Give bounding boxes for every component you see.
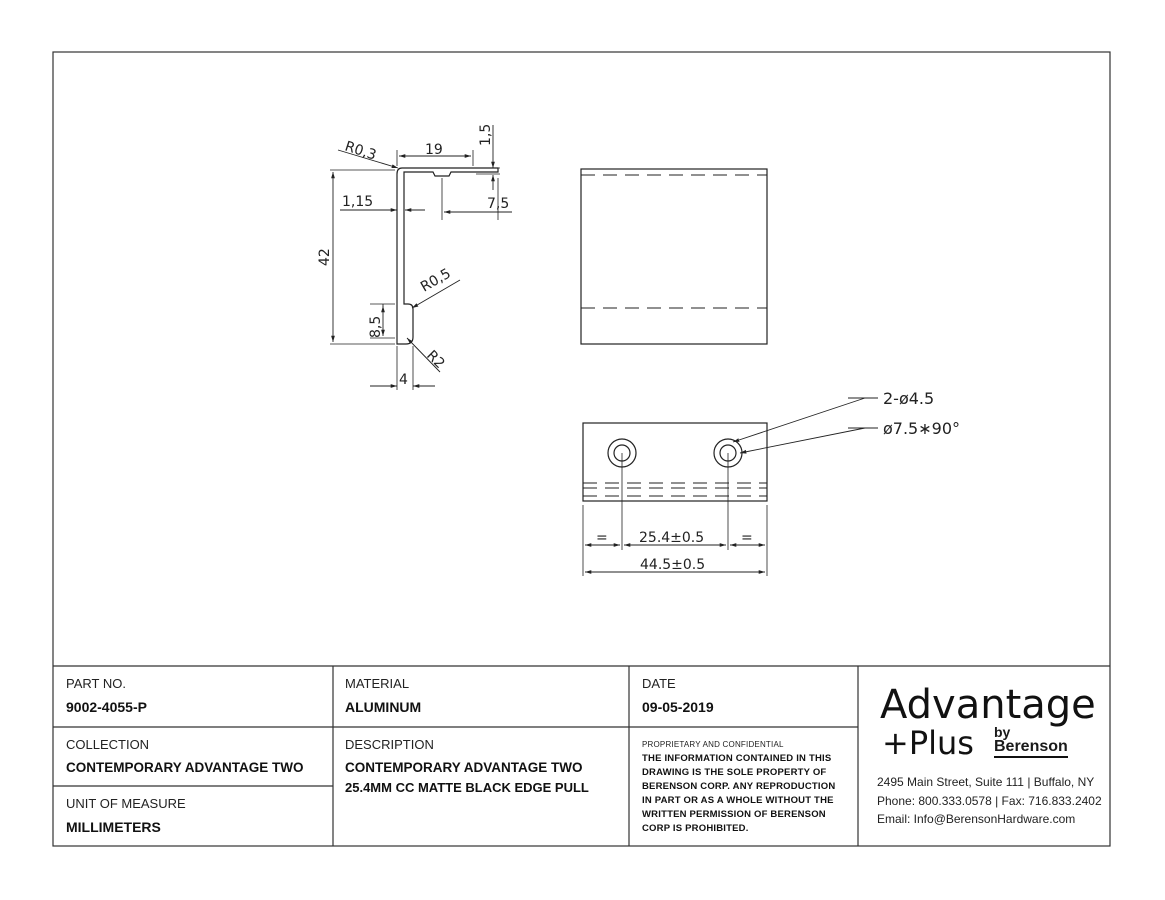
notice-line: BERENSON CORP. ANY REPRODUCTION [642, 781, 836, 792]
notice-body: THE INFORMATION CONTAINED IN THIS DRAWIN… [642, 752, 835, 836]
notice-heading: PROPRIETARY AND CONFIDENTIAL [642, 740, 784, 749]
dim-7-5: 7,5 [487, 196, 509, 212]
notice-line: WRITTEN PERMISSION OF BERENSON [642, 809, 826, 820]
collection-value: CONTEMPORARY ADVANTAGE TWO [66, 760, 304, 775]
notice-line: THE INFORMATION CONTAINED IN THIS [642, 753, 832, 764]
dim-r03: R0,3 [343, 139, 378, 164]
dim-overall-length: 44.5±0.5 [640, 557, 705, 573]
side-view [330, 125, 512, 390]
dim-center-to-center: 25.4±0.5 [639, 530, 704, 546]
company-phone: Phone: 800.333.0578 | Fax: 716.833.2402 [877, 794, 1102, 808]
dim-4: 4 [399, 372, 408, 388]
description-line-1: CONTEMPORARY ADVANTAGE TWO [345, 760, 583, 775]
brand-line-2: +Plus [882, 724, 974, 762]
hole-callout: 2-ø4.5 [883, 389, 934, 408]
title-block-grid [53, 665, 1110, 846]
dim-eq-left: = [596, 530, 608, 546]
brand-line-1: Advantage [880, 682, 1096, 728]
dim-19: 19 [425, 142, 443, 158]
notice-line: CORP IS PROHIBITED. [642, 823, 749, 834]
part-no-label: PART NO. [66, 676, 126, 691]
part-no-value: 9002-4055-P [66, 699, 147, 715]
notice-line: IN PART OR AS A WHOLE WITHOUT THE [642, 795, 834, 806]
front-view [580, 168, 768, 345]
dim-1-15: 1,15 [342, 194, 373, 210]
dim-r05: R0,5 [418, 266, 454, 296]
dim-8-5: 8,5 [368, 316, 384, 338]
notice-line: DRAWING IS THE SOLE PROPERTY OF [642, 767, 827, 778]
l-profile [396, 167, 499, 345]
company-address: 2495 Main Street, Suite 111 | Buffalo, N… [877, 775, 1095, 789]
dim-eq-right: = [741, 530, 753, 546]
unit-label: UNIT OF MEASURE [66, 796, 186, 811]
sheet-border [52, 51, 1111, 847]
date-label: DATE [642, 676, 676, 691]
brand-by: by [994, 724, 1011, 740]
dim-r2: R2 [423, 348, 447, 372]
bottom-view-dimensions: 2-ø4.5 ø7.5∗90° = 25.4±0.5 = 44.5±0.5 [596, 389, 960, 573]
brand-company: Berenson [994, 738, 1068, 758]
date-value: 09-05-2019 [642, 699, 714, 715]
csk-callout: ø7.5∗90° [883, 419, 960, 438]
dim-1-5: 1,5 [478, 124, 494, 146]
description-line-2: 25.4MM CC MATTE BLACK EDGE PULL [345, 780, 589, 795]
company-email: Email: Info@BerensonHardware.com [877, 812, 1076, 826]
dim-42: 42 [317, 248, 333, 266]
collection-label: COLLECTION [66, 737, 150, 752]
material-value: ALUMINUM [345, 699, 422, 715]
unit-value: MILLIMETERS [66, 819, 161, 835]
description-label: DESCRIPTION [345, 737, 434, 752]
material-label: MATERIAL [345, 676, 410, 691]
bottom-view [582, 397, 878, 576]
